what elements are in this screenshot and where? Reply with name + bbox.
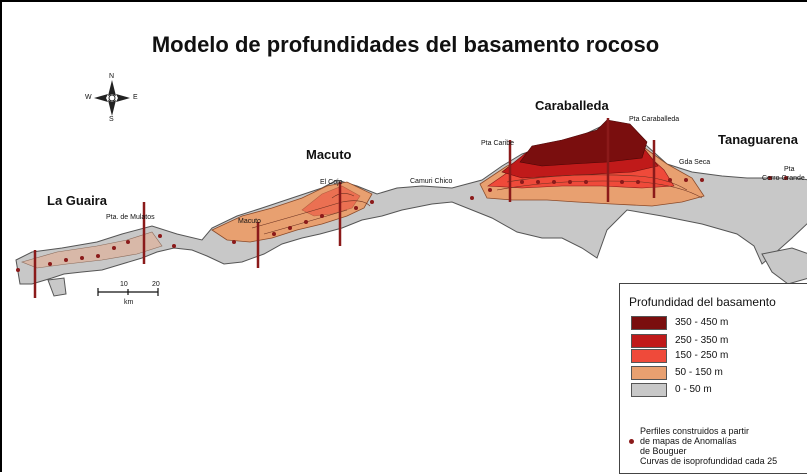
label-camuri-chico: Camuri Chico — [410, 178, 453, 185]
compass-south: S — [109, 116, 114, 123]
map-legend: Profundidad del basamento 350 - 450 m 25… — [619, 283, 807, 474]
profile-point-symbol — [629, 439, 634, 444]
zone-350-450 — [519, 119, 648, 167]
map-title: Modelo de profundidades del basamento ro… — [151, 32, 660, 57]
scale-tick-1: 10 — [120, 281, 128, 288]
legend-swatch — [631, 366, 667, 380]
land-0-50 — [15, 125, 807, 285]
label-pta-caraballeda: Pta Caraballeda — [629, 116, 680, 123]
legend-title: Profundidad del basamento — [629, 295, 776, 309]
legend-swatch — [631, 383, 667, 397]
legend-label: 150 - 250 m — [675, 350, 729, 361]
legend-swatch — [631, 334, 667, 348]
land-east-inset — [761, 247, 807, 285]
legend-label: 50 - 150 m — [675, 367, 723, 378]
legend-label: 250 - 350 m — [675, 335, 729, 346]
legend-swatch — [631, 316, 667, 330]
label-cerro-grande: Cerro Grande — [762, 175, 805, 182]
compass-west: W — [85, 94, 92, 101]
compass-east: E — [133, 94, 138, 101]
label-gda-seca: Gda Seca — [679, 159, 711, 166]
scale-bar — [97, 288, 159, 296]
legend-note-line: Curvas de isoprofundidad cada 25 — [640, 456, 778, 466]
label-pta-caribe: Pta Caribe — [481, 140, 515, 147]
profile-lines — [33, 118, 656, 298]
place-macuto: Macuto — [306, 147, 352, 162]
land-west-notch — [47, 277, 67, 297]
legend-note-line: de mapas de Anomalías — [640, 436, 737, 446]
compass-rose-icon — [94, 80, 130, 116]
place-caraballeda: Caraballeda — [535, 98, 609, 113]
legend-swatch — [631, 349, 667, 363]
place-tanaguarena: Tanaguarena — [718, 132, 798, 147]
legend-note-line: de Bouguer — [640, 446, 687, 456]
label-pta: Pta — [784, 166, 795, 173]
profile-dots — [16, 176, 788, 272]
place-la-guaira: La Guaira — [47, 193, 107, 208]
scale-tick-2: 20 — [152, 281, 160, 288]
scale-unit: km — [124, 299, 134, 306]
label-macuto-small: Macuto — [238, 218, 261, 225]
legend-label: 350 - 450 m — [675, 317, 729, 328]
legend-note-line: Perfiles construidos a partir — [640, 426, 750, 436]
compass-north: N — [109, 73, 115, 80]
label-pta-mulatos: Pta. de Mulatos — [106, 214, 155, 221]
legend-label: 0 - 50 m — [675, 384, 712, 395]
label-el-cojo: El Cojo — [320, 179, 343, 186]
